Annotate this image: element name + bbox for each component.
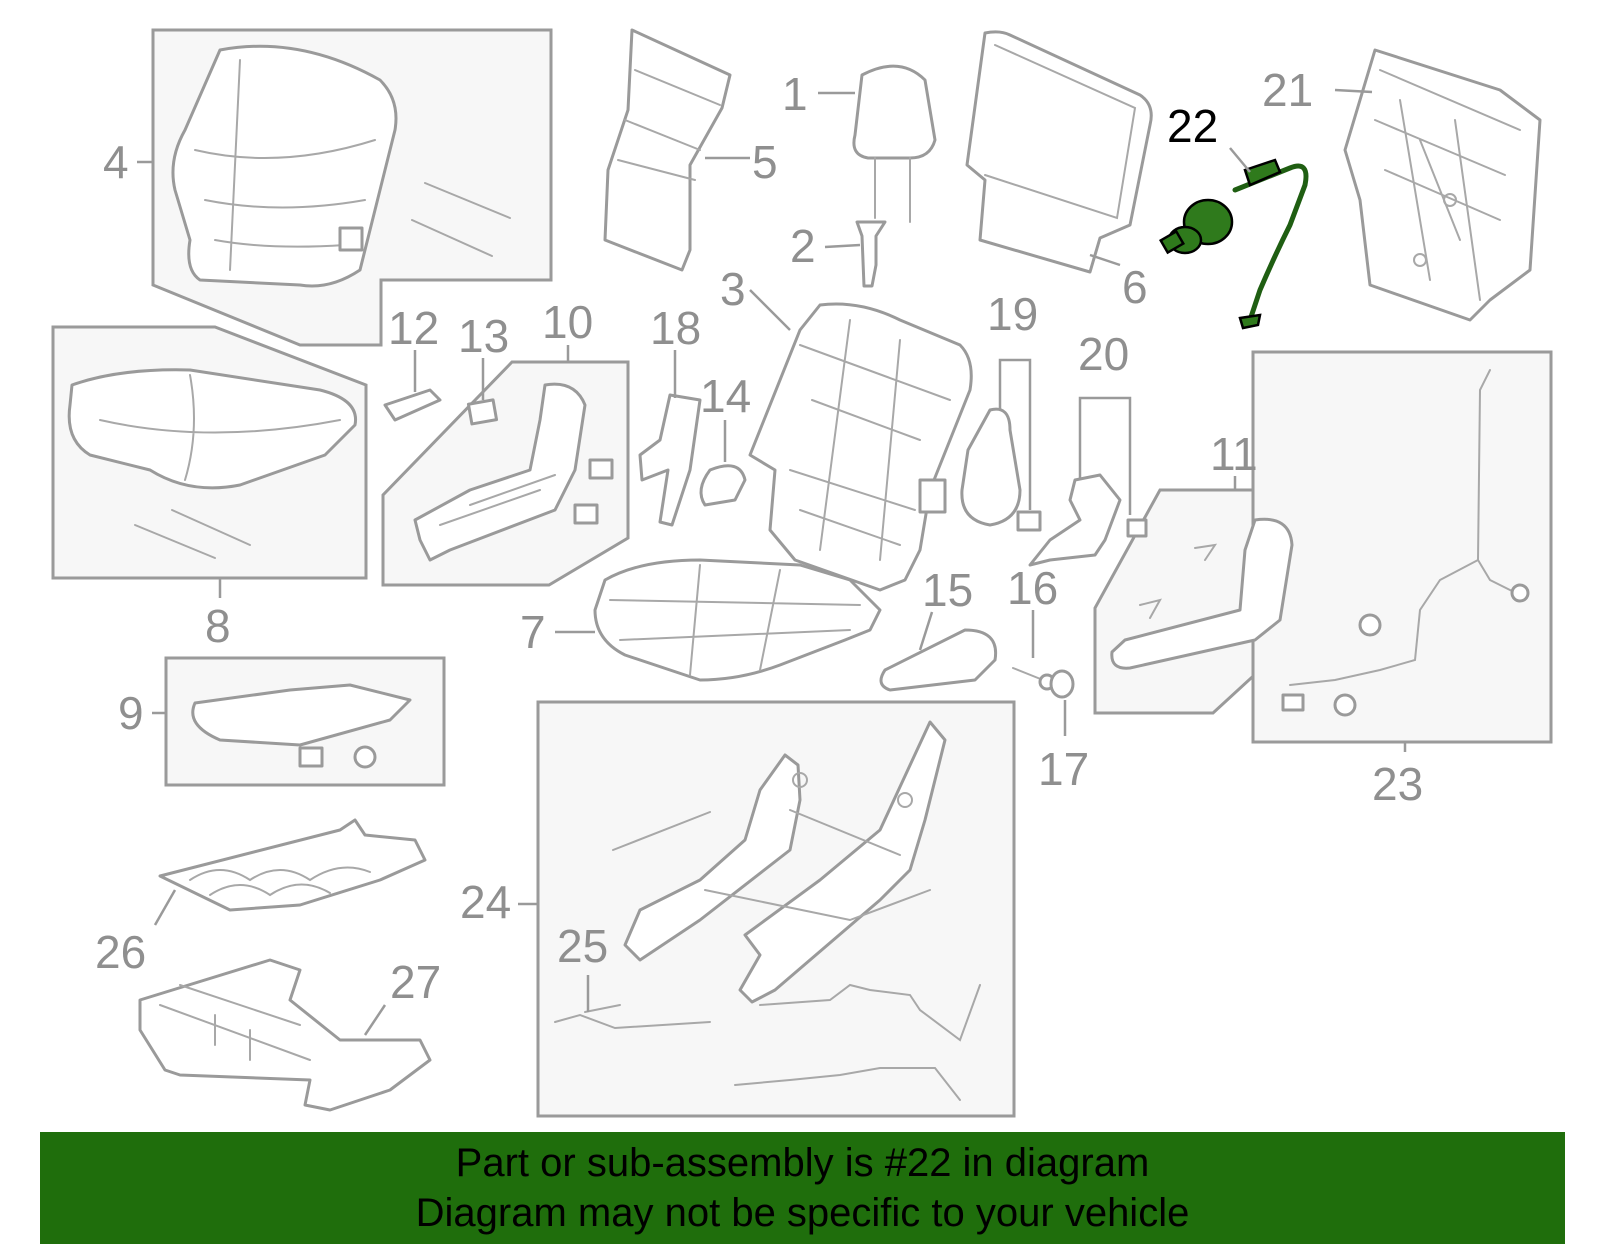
seat-back-frame-part-21 — [1343, 48, 1542, 322]
wire-harness-part-23 — [1281, 369, 1530, 717]
callout-19: 19 — [987, 288, 1038, 340]
seat-cushion-part-7 — [593, 558, 882, 682]
callout-labels: 1 2 3 4 5 6 7 8 9 10 11 12 13 14 15 16 1… — [95, 64, 1423, 1008]
callout-13: 13 — [458, 310, 509, 362]
caption-line-1: Part or sub-assembly is #22 in diagram — [455, 1141, 1150, 1185]
back-panel-part-6 — [965, 30, 1153, 274]
callout-18: 18 — [650, 302, 701, 354]
callout-27: 27 — [390, 956, 441, 1008]
clip-part-12 — [383, 388, 442, 422]
pad-part-9 — [191, 683, 412, 769]
seat-cushion-cover-part-8 — [67, 368, 358, 559]
callout-25: 25 — [557, 920, 608, 972]
callout-2: 2 — [790, 220, 816, 272]
headrest-guide-part-2 — [855, 220, 887, 288]
callout-21: 21 — [1262, 64, 1313, 116]
seat-back-assembly-part-3 — [748, 302, 973, 592]
callout-23: 23 — [1372, 758, 1423, 810]
caption-line-2: Diagram may not be specific to your vehi… — [415, 1191, 1190, 1235]
callout-6: 6 — [1122, 261, 1148, 313]
side-trim-part-10 — [413, 382, 614, 562]
spring-mat-part-26 — [158, 818, 427, 912]
callout-10: 10 — [542, 296, 593, 348]
callout-26: 26 — [95, 926, 146, 978]
seat-back-cover-part-4 — [171, 44, 511, 288]
callout-11: 11 — [1210, 428, 1258, 480]
callout-17: 17 — [1038, 743, 1089, 795]
caption-bar: Part or sub-assembly is #22 in diagram D… — [40, 1132, 1565, 1244]
bolt-part-16 — [1012, 667, 1056, 691]
headrest-part-1 — [852, 64, 937, 223]
callout-14: 14 — [700, 370, 751, 422]
callout-20: 20 — [1078, 328, 1129, 380]
cover-part-20 — [1028, 473, 1148, 567]
callout-24: 24 — [460, 876, 511, 928]
group-panel-23 — [1251, 350, 1553, 744]
callout-1: 1 — [782, 68, 808, 120]
cable-24a — [759, 983, 981, 1042]
hinge-cover-part-18 — [638, 393, 702, 527]
callout-22: 22 — [1167, 100, 1218, 152]
seat-track-frame-part-24 — [612, 720, 947, 1004]
callout-5: 5 — [752, 136, 778, 188]
cushion-frame-part-27 — [138, 958, 432, 1112]
knob-part-14 — [699, 464, 747, 507]
callout-12: 12 — [388, 302, 439, 354]
bracket-part-13 — [466, 398, 499, 426]
callout-9: 9 — [118, 687, 144, 739]
lever-part-15 — [879, 628, 998, 692]
callout-7: 7 — [520, 606, 546, 658]
washer-part-17 — [1049, 669, 1075, 699]
callout-4: 4 — [103, 136, 129, 188]
seat-back-pad-part-5 — [603, 28, 732, 272]
callout-3: 3 — [720, 263, 746, 315]
lever-part-25 — [554, 1004, 711, 1030]
cover-part-19 — [960, 407, 1042, 532]
side-cover-part-11 — [1110, 517, 1294, 670]
callout-8: 8 — [205, 600, 231, 652]
callout-16: 16 — [1007, 562, 1058, 614]
highlighted-part-22-cable-assembly — [1158, 158, 1309, 330]
cable-24b — [734, 1067, 961, 1101]
callout-15: 15 — [922, 564, 973, 616]
group-panel-24 — [536, 700, 1016, 1118]
leader-lines — [137, 88, 1407, 1036]
